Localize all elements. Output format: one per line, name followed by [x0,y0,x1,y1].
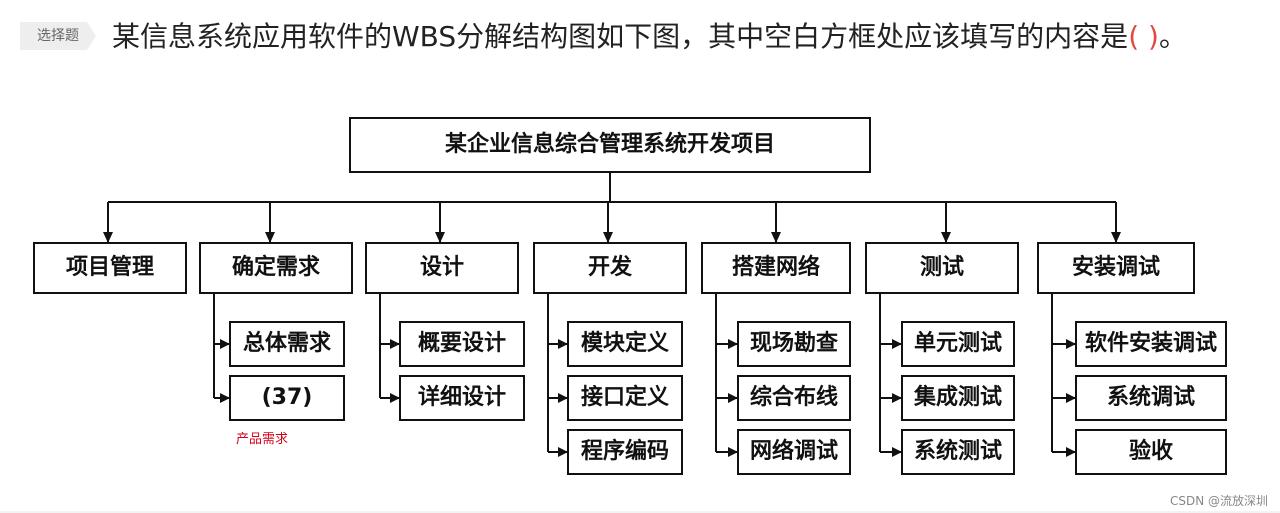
wbs-branch-label: 搭建网络 [732,254,820,280]
question-type-tag: 选择题 [20,22,96,50]
wbs-branch-label: 设计 [420,255,464,280]
wbs-child-box [901,321,1015,367]
wbs-child-box [901,429,1015,475]
child-arrow [1066,447,1076,457]
wbs-child-box [567,429,683,475]
wbs-child-label: 综合布线 [750,384,838,410]
wbs-branch-box [1037,242,1195,294]
wbs-child-box [901,375,1015,421]
child-arrow [728,393,738,403]
wbs-branch-label: 确定需求 [232,254,320,280]
child-arrow [1066,339,1076,349]
branch-arrow [941,232,951,243]
wbs-child-label: 网络调试 [750,438,838,464]
wbs-child-box [737,429,851,475]
child-arrow [220,393,230,403]
wbs-child-label: 系统测试 [914,438,1002,464]
wbs-child-label: 验收 [1129,438,1173,464]
wbs-child-box [229,375,345,421]
child-arrow [728,447,738,457]
branch-arrow [1111,232,1121,243]
wbs-child-label: 接口定义 [581,384,669,410]
wbs-child-label: 软件安装调试 [1085,330,1217,356]
wbs-child-label: 单元测试 [914,331,1002,356]
child-arrow [558,393,568,403]
branch-arrow [771,232,781,243]
wbs-child-box [567,321,683,367]
branch-arrow [435,232,445,243]
wbs-branch-label: 开发 [588,254,633,280]
wbs-child-box [1075,375,1227,421]
wbs-branch-box [365,242,519,294]
wbs-child-label: 模块定义 [581,330,669,356]
wbs-root-label: 某企业信息综合管理系统开发项目 [445,131,775,157]
wbs-branch-label: 安装调试 [1072,254,1160,280]
child-arrow [220,339,230,349]
child-arrow [892,393,902,403]
wbs-child-label: 总体需求 [243,330,331,356]
child-arrow [892,339,902,349]
question-end: 。 [1158,20,1187,53]
wbs-branch-box [199,242,353,294]
wbs-child-box [399,375,525,421]
branch-arrow [265,232,275,243]
wbs-child-label: 系统调试 [1107,384,1195,410]
child-arrow [558,339,568,349]
branch-arrow [603,232,613,243]
wbs-child-label: 程序编码 [581,438,669,464]
handwritten-answer-annotation: 产品需求 [236,432,289,447]
wbs-branch-label: 项目管理 [66,254,154,280]
wbs-branch-label: 测试 [920,255,964,280]
wbs-child-label: 现场勘查 [750,330,838,356]
wbs-child-label: 集成测试 [913,384,1002,410]
wbs-child-label: 概要设计 [418,330,506,356]
footer-divider [0,511,1280,513]
wbs-child-label: 详细设计 [418,384,506,410]
child-arrow [728,339,738,349]
wbs-child-box [737,375,851,421]
answer-blank: ( ) [1128,20,1159,53]
branch-arrow [103,232,113,243]
wbs-child-box [1075,429,1227,475]
child-arrow [558,447,568,457]
wbs-child-box [1075,321,1227,367]
child-arrow [1066,393,1076,403]
wbs-child-box [229,321,345,367]
wbs-branch-box [533,242,687,294]
question-text: 某信息系统应用软件的WBS分解结构图如下图，其中空白方框处应该填写的内容是( )… [22,14,1262,60]
wbs-branch-box [701,242,851,294]
child-arrow [390,339,400,349]
wbs-child-box [399,321,525,367]
wbs-child-box [567,375,683,421]
wbs-branch-box [865,242,1019,294]
wbs-root-box [349,117,871,173]
wbs-child-label: (37) [262,385,313,410]
child-arrow [390,393,400,403]
csdn-watermark: CSDN @流放深圳 [1169,494,1268,508]
question-body: 某信息系统应用软件的WBS分解结构图如下图，其中空白方框处应该填写的内容是 [112,20,1129,53]
wbs-child-box [737,321,851,367]
child-arrow [892,447,902,457]
wbs-branch-box [33,242,187,294]
